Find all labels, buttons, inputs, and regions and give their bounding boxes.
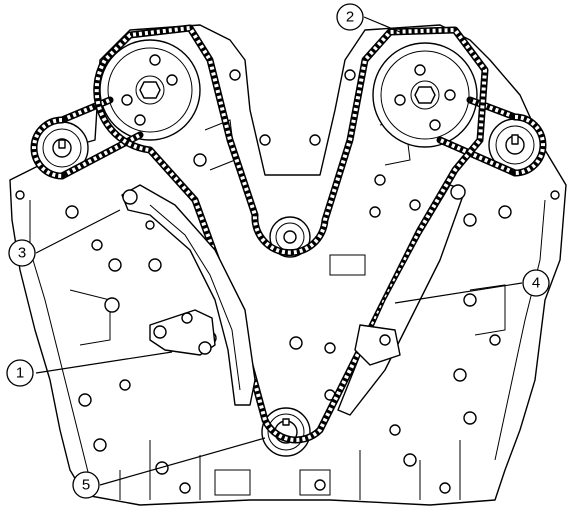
main-timing-chain <box>93 24 489 444</box>
leader-lines <box>35 16 523 486</box>
left-chain-guide <box>121 184 256 406</box>
callout-5: 5 <box>72 471 100 499</box>
callout-1-label: 1 <box>16 365 24 382</box>
crankshaft-sprocket <box>261 407 311 457</box>
left-cam-sprocket-large <box>99 39 201 141</box>
right-cam-sprocket-large <box>372 42 478 148</box>
callout-2: 2 <box>336 3 364 31</box>
callout-3-label: 3 <box>18 245 26 262</box>
chain-tensioner <box>149 309 216 356</box>
callout-2-label: 2 <box>346 9 354 26</box>
right-chain-guide <box>337 184 466 416</box>
callout-4: 4 <box>522 269 550 297</box>
callout-1: 1 <box>6 359 34 387</box>
callout-5-label: 5 <box>82 477 90 494</box>
right-secondary-chain <box>436 96 547 177</box>
callout-4-label: 4 <box>532 275 540 292</box>
left-cam-sprocket-small <box>35 121 89 175</box>
idler-sprocket <box>269 216 311 258</box>
right-cam-sprocket-small <box>488 118 542 172</box>
callout-3: 3 <box>8 239 36 267</box>
